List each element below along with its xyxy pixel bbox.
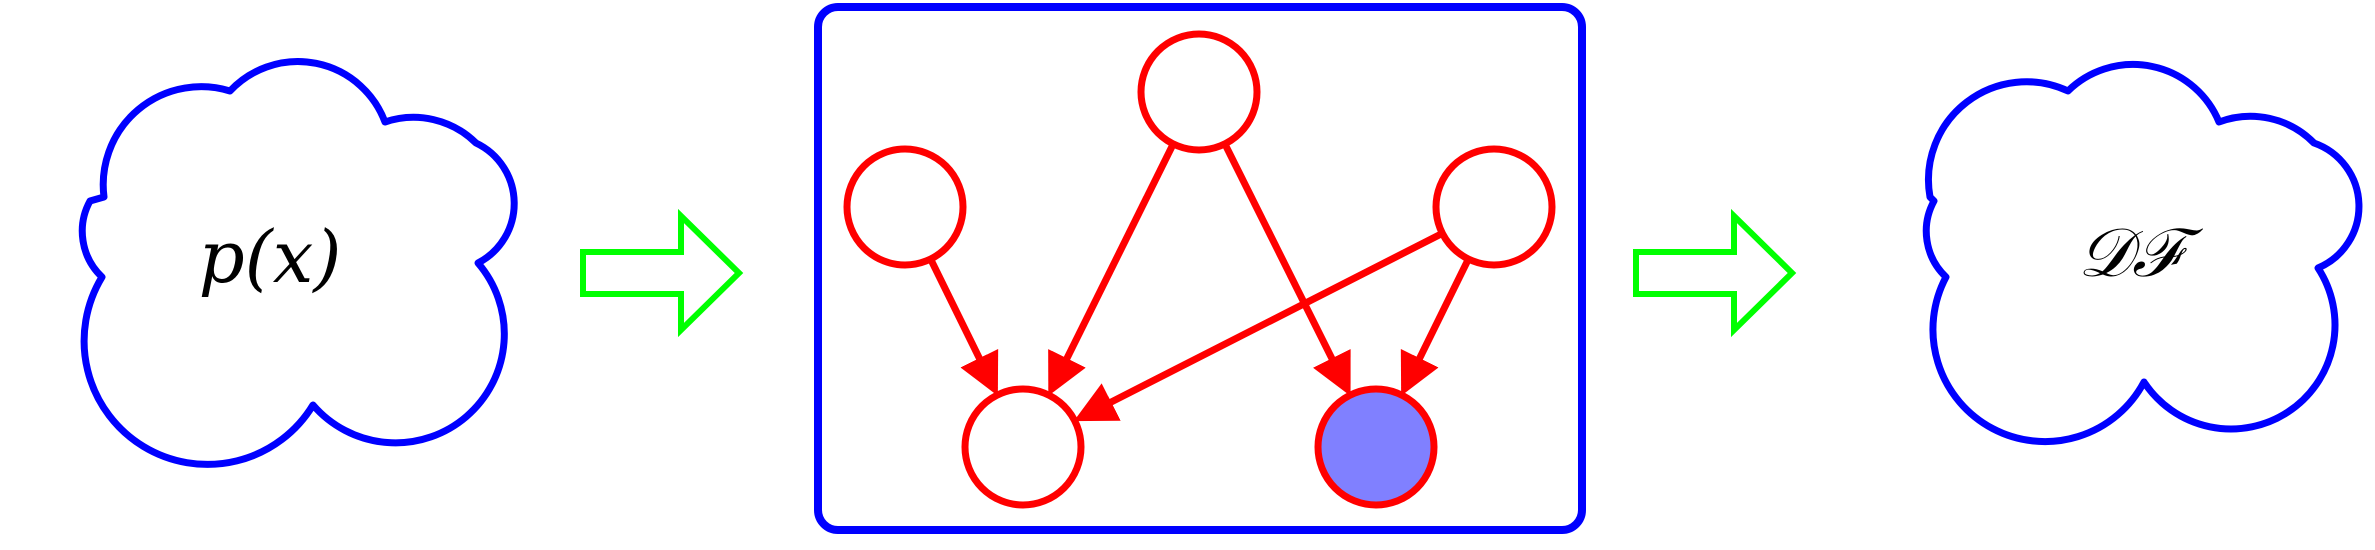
node-bottom-right-observed (1314, 385, 1438, 509)
left-cloud-label: p(x) (199, 215, 342, 299)
node-bottom-left (961, 385, 1085, 509)
transition-arrow-right (1633, 208, 1797, 338)
edge-right-to-bottom-left (1073, 230, 1444, 422)
graphical-model-panel (814, 3, 1586, 534)
graph-nodes (843, 30, 1556, 509)
node-right (1432, 145, 1556, 269)
right-cloud: 𝒟ℱ (1922, 60, 2363, 446)
node-left (843, 145, 967, 269)
edge-top-to-bottom-left (1048, 142, 1177, 396)
cloud-shape (1922, 60, 2363, 446)
transition-arrow-left (580, 208, 744, 338)
edge-right-to-bottom-right (1400, 257, 1472, 396)
graph-edges (927, 142, 1472, 422)
cloud-shape (78, 58, 518, 468)
edge-top-to-bottom-right (1221, 142, 1351, 396)
left-cloud: p(x) (78, 58, 518, 468)
edge-left-to-bottom-left (927, 257, 999, 396)
node-top (1137, 30, 1261, 154)
